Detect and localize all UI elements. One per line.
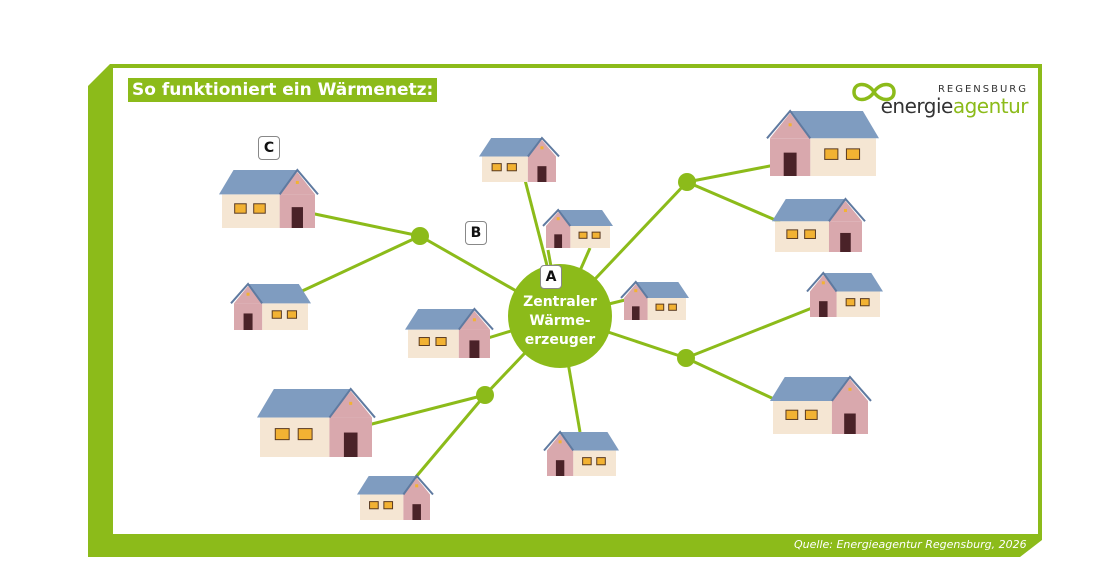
window bbox=[491, 163, 502, 172]
window bbox=[845, 298, 856, 307]
door bbox=[632, 306, 640, 320]
window bbox=[845, 148, 861, 160]
door bbox=[469, 340, 480, 358]
window bbox=[383, 501, 394, 510]
window bbox=[418, 337, 430, 346]
window bbox=[804, 229, 816, 239]
house bbox=[542, 208, 613, 248]
logo-name-dark: energie bbox=[880, 94, 954, 118]
pipe bbox=[685, 306, 813, 360]
window bbox=[286, 310, 298, 319]
logo-name-green: agentur bbox=[952, 94, 1029, 118]
window bbox=[435, 337, 447, 346]
central-heat-generator bbox=[508, 264, 612, 368]
label-c: C bbox=[258, 136, 280, 160]
hub-label: Zentraler Wärme- erzeuger bbox=[510, 293, 610, 350]
logo-name: energieagentur bbox=[880, 94, 1029, 118]
window bbox=[668, 303, 677, 311]
junction-node bbox=[411, 227, 429, 245]
window bbox=[274, 428, 290, 441]
house bbox=[766, 109, 879, 176]
door bbox=[555, 460, 565, 476]
house bbox=[806, 271, 883, 317]
logo-icon bbox=[852, 82, 896, 102]
door bbox=[844, 413, 856, 434]
pipe bbox=[686, 163, 776, 184]
pipe bbox=[367, 393, 486, 427]
window bbox=[824, 148, 839, 160]
page-title: So funktioniert ein Wärmenetz: bbox=[128, 78, 438, 102]
pipe bbox=[685, 356, 777, 402]
hub-line-2: Wärme- bbox=[529, 313, 591, 329]
window bbox=[369, 501, 379, 510]
label-b: B bbox=[465, 221, 487, 245]
door bbox=[554, 234, 563, 248]
house bbox=[257, 387, 376, 457]
window bbox=[786, 229, 799, 239]
junctions bbox=[411, 173, 696, 404]
window bbox=[506, 163, 517, 172]
junction-node bbox=[476, 386, 494, 404]
door bbox=[412, 504, 421, 520]
source-note: Quelle: Energieagentur Regensburg, 2026 bbox=[794, 538, 1027, 551]
house bbox=[772, 197, 866, 252]
hub-line-1: Zentraler bbox=[523, 294, 597, 310]
label-a: A bbox=[540, 265, 562, 289]
pipe bbox=[299, 234, 421, 294]
logo-region: REGENSBURG bbox=[937, 84, 1028, 95]
pipe bbox=[686, 180, 781, 224]
junction-node bbox=[677, 349, 695, 367]
junction-node bbox=[678, 173, 696, 191]
pipe bbox=[413, 394, 487, 479]
door bbox=[343, 432, 358, 457]
window bbox=[785, 409, 799, 420]
logo: REGENSBURG energieagentur bbox=[850, 76, 1032, 120]
window bbox=[297, 428, 313, 441]
window bbox=[655, 303, 665, 311]
door bbox=[291, 207, 303, 228]
houses bbox=[219, 109, 883, 520]
house bbox=[405, 307, 494, 358]
house bbox=[219, 168, 319, 228]
house bbox=[357, 474, 434, 520]
hub-line-3: erzeuger bbox=[524, 332, 596, 348]
window bbox=[578, 231, 588, 239]
house bbox=[479, 136, 560, 182]
door bbox=[819, 301, 828, 317]
window bbox=[804, 409, 818, 420]
door bbox=[243, 313, 253, 330]
door bbox=[840, 232, 851, 252]
window bbox=[271, 310, 282, 319]
house bbox=[620, 280, 689, 320]
window bbox=[582, 457, 592, 466]
pipe bbox=[309, 211, 421, 238]
house bbox=[543, 430, 619, 476]
window bbox=[591, 231, 601, 239]
window bbox=[234, 203, 247, 214]
window bbox=[253, 203, 266, 214]
window bbox=[596, 457, 606, 466]
door bbox=[783, 152, 797, 176]
window bbox=[859, 298, 870, 307]
house bbox=[770, 375, 872, 434]
door bbox=[537, 166, 547, 182]
house bbox=[230, 282, 311, 330]
